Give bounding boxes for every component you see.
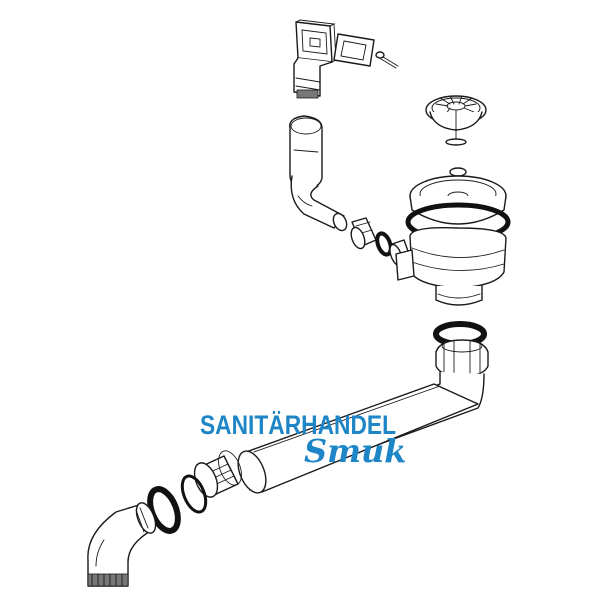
drain-side-spigot xyxy=(395,249,415,281)
drain-flange xyxy=(409,175,507,225)
overflow-cover-assembly xyxy=(293,19,399,99)
overflow-gasket-frame xyxy=(333,33,375,67)
strainer-basket xyxy=(425,95,487,146)
connecting-tube xyxy=(237,383,479,494)
outlet-elbow xyxy=(87,502,157,587)
watermark-line1: SANITÄRHANDEL xyxy=(200,410,396,440)
drain-valve-body xyxy=(395,167,511,306)
overflow-union-nut xyxy=(350,217,377,250)
overflow-hose xyxy=(289,115,348,232)
overflow-o-ring xyxy=(375,231,393,257)
watermark-line2: Smuk xyxy=(304,432,406,470)
watermark-logo: SANITÄRHANDEL Smuk xyxy=(200,410,406,470)
overflow-screw xyxy=(375,51,399,69)
upper-elbow-nut xyxy=(435,339,489,377)
lower-o-ring xyxy=(180,474,208,514)
overflow-thread-stub xyxy=(296,89,319,99)
overflow-cover-plate xyxy=(295,19,337,63)
lower-union-nut xyxy=(193,450,242,498)
drain-body-housing xyxy=(409,226,507,306)
